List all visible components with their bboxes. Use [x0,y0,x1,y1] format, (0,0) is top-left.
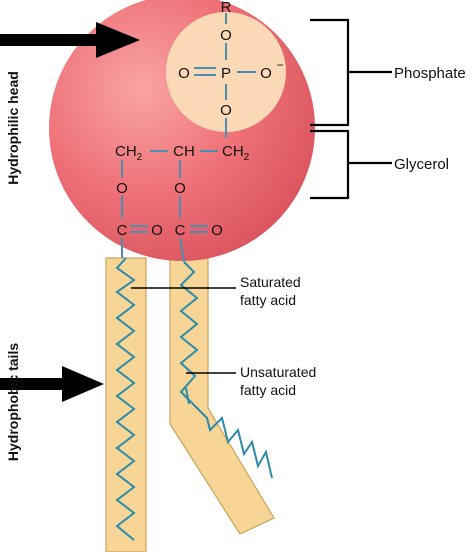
saturated-label-line1: Saturated [240,274,301,290]
double-bond-mark [185,387,190,405]
saturated-tail [105,257,147,552]
glycerol-o-left: O [116,180,128,197]
hydrophobic-tails-label: Hydrophobic tails [5,343,21,461]
saturated-label-line2: fatty acid [240,292,296,308]
head-arrow [0,22,140,58]
bond-c-chain-right [179,237,185,263]
ester-c-left: C [117,222,128,239]
glycerol-bracket [310,129,392,200]
phosphate-circle [166,12,286,132]
ester-o-left: O [151,222,163,239]
ester-o-right: O [211,222,223,239]
saturated-chain [115,257,136,541]
glycerol-label: Glycerol [394,156,449,173]
r-group-label: R [221,0,232,16]
glycerol-ch-mid: CH [173,143,195,160]
phosphate-o-bottom: O [220,102,232,119]
phosphate-charge: − [276,58,283,72]
glycerol-ch2-left: CH2 [115,143,143,163]
hydrophobic-tails [105,257,275,552]
brackets [310,18,392,200]
hydrophilic-head-label: Hydrophilic head [5,71,21,185]
phosphate-o-right: O [260,65,272,82]
tails-arrow [0,366,104,402]
unsaturated-label-line1: Unsaturated [240,364,316,380]
ester-c-right: C [175,222,186,239]
phosphate-o-left: O [178,65,190,82]
phosphorus-atom: P [221,65,231,82]
phosphate-o-top: O [220,27,232,44]
hydrophilic-head: R O O P O − O CH2 CH CH2 O O C O C O [49,0,315,263]
unsaturated-label-line2: fatty acid [240,382,296,398]
glycerol-o-mid: O [174,180,186,197]
phosphate-label: Phosphate [394,65,466,82]
phosphate-bracket [310,18,392,127]
glycerol-ch2-right: CH2 [222,143,250,163]
